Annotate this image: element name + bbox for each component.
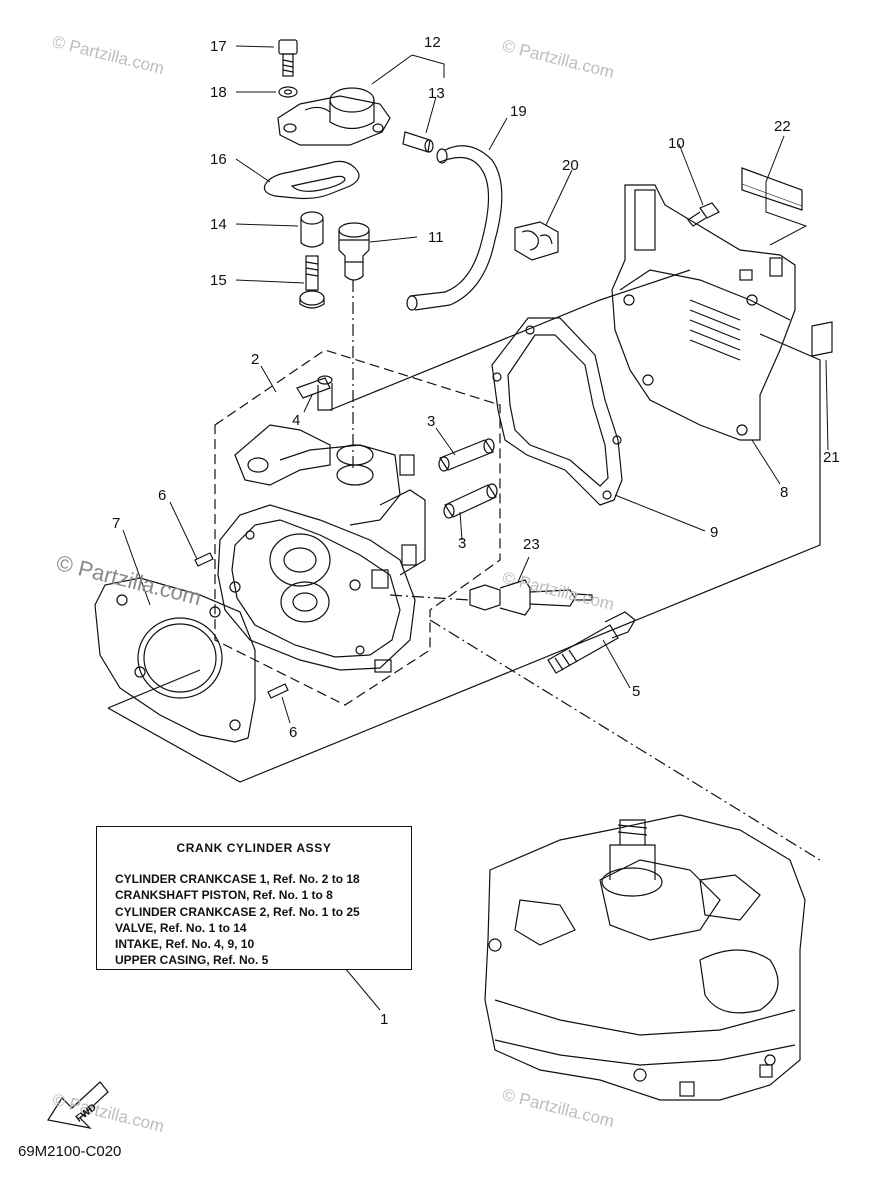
head-gasket-7-bore xyxy=(137,617,223,699)
callout-9: 9 xyxy=(710,524,719,541)
callout-11: 11 xyxy=(428,229,444,246)
dowel-3-upper-icon xyxy=(438,438,495,472)
hose-19-end xyxy=(436,148,448,164)
info-box-line: VALVE, Ref. No. 1 to 14 xyxy=(115,920,247,935)
info-box-line: INTAKE, Ref. No. 4, 9, 10 xyxy=(115,937,255,952)
callout-3a: 3 xyxy=(427,413,436,430)
callout-8: 8 xyxy=(780,484,789,501)
callout-13: 13 xyxy=(428,85,445,102)
gasket-9-icon xyxy=(491,317,623,506)
pin-6-upper-icon xyxy=(194,552,214,567)
cylinder-block-dashed-box xyxy=(214,349,501,706)
spark-plug-23-icon xyxy=(469,579,593,616)
callout-15: 15 xyxy=(210,272,227,289)
leader-lines xyxy=(122,45,829,1011)
callout-6b: 6 xyxy=(289,724,298,741)
callout-6a: 6 xyxy=(158,487,167,504)
assembly-outline xyxy=(107,333,821,783)
assembly-outline-top xyxy=(329,269,691,411)
diagram-code: 69M2100-C020 xyxy=(18,1143,122,1160)
crankcase-1-icon xyxy=(484,814,806,1101)
callout-12: 12 xyxy=(424,34,441,51)
callout-20: 20 xyxy=(562,157,579,174)
callout-7: 7 xyxy=(112,515,121,532)
stud-bolt-5-icon xyxy=(547,611,636,674)
info-box-line: CYLINDER CRANKCASE 1, Ref. No. 2 to 18 xyxy=(115,872,360,886)
callout-18: 18 xyxy=(210,84,227,101)
thermostat-cover-12-icon xyxy=(277,87,391,146)
thermostat-11-icon xyxy=(338,222,370,281)
callout-14: 14 xyxy=(210,216,227,233)
info-box-title: CRANK CYLINDER ASSY xyxy=(176,841,332,855)
callout-2: 2 xyxy=(251,351,260,368)
info-box-line: CRANKSHAFT PISTON, Ref. No. 1 to 8 xyxy=(115,888,333,903)
hose-nipple-13-icon xyxy=(402,131,434,153)
head-gasket-7-icon xyxy=(94,577,256,743)
spacer-14-icon xyxy=(300,211,324,248)
bolt-10-icon xyxy=(687,202,720,227)
washer-18-icon xyxy=(278,86,298,98)
info-box-line: UPPER CASING, Ref. No. 5 xyxy=(115,953,269,968)
callout-4: 4 xyxy=(292,412,301,429)
dowel-3-lower-icon xyxy=(443,483,498,519)
elbow-fitting-4-icon xyxy=(296,375,333,411)
bolt-17-icon xyxy=(278,39,298,77)
assembly-info-box: CRANK CYLINDER ASSY CYLINDER CRANKCASE 1… xyxy=(96,826,412,970)
callout-1: 1 xyxy=(380,1011,389,1028)
callout-23: 23 xyxy=(523,536,540,553)
hose-19-icon xyxy=(409,145,503,311)
label-22-icon xyxy=(741,167,803,211)
callout-5: 5 xyxy=(632,683,641,700)
callout-3b: 3 xyxy=(458,535,467,552)
callout-17: 17 xyxy=(210,38,227,55)
gasket-16-icon xyxy=(263,160,360,200)
callout-16: 16 xyxy=(210,151,227,168)
callout-21: 21 xyxy=(823,449,840,466)
callout-19: 19 xyxy=(510,103,527,120)
info-box-line: CYLINDER CRANKCASE 2, Ref. No. 1 to 25 xyxy=(115,904,360,919)
callout-10: 10 xyxy=(668,135,685,152)
info-box-list: CYLINDER CRANKCASE 1, Ref. No. 2 to 18 C… xyxy=(115,871,360,969)
clip-20-icon xyxy=(514,221,559,261)
centerline-crankcase xyxy=(429,619,821,861)
fwd-arrow-icon xyxy=(47,1081,109,1129)
cylinder-head-2-icon xyxy=(217,424,426,673)
cover-8-icon xyxy=(611,184,796,441)
plate-21-icon xyxy=(811,321,833,357)
centerline-sparkplug xyxy=(389,594,471,601)
pin-6-lower-icon xyxy=(267,683,289,699)
bolt-15-icon xyxy=(299,255,325,309)
callout-22: 22 xyxy=(774,118,791,135)
